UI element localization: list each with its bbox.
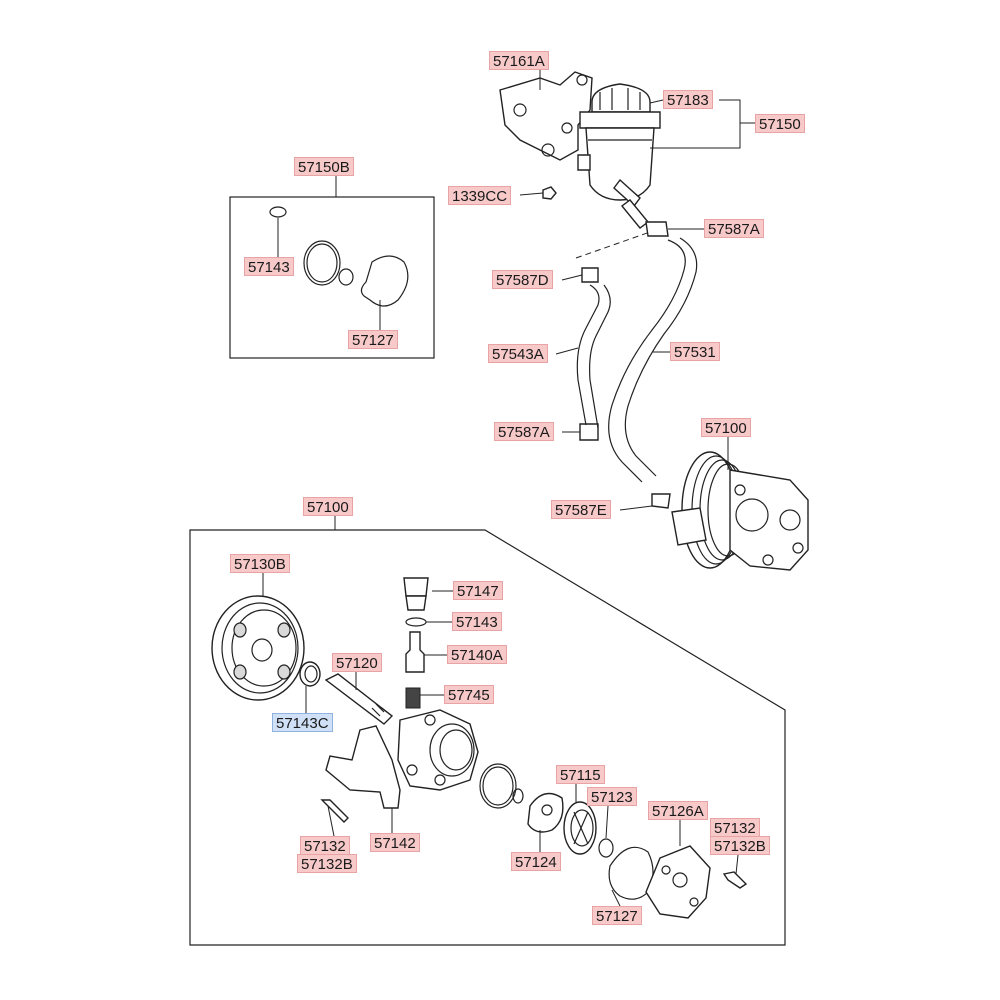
label-57120[interactable]: 57120 xyxy=(332,653,382,672)
label-57132-left[interactable]: 57132 xyxy=(300,836,350,855)
label-57143c[interactable]: 57143C xyxy=(272,713,333,732)
nut-1339cc xyxy=(542,186,557,200)
label-57132b-right[interactable]: 57132B xyxy=(710,836,770,855)
clamp-57587e xyxy=(651,493,671,509)
reservoir-tank xyxy=(577,83,661,229)
label-57124[interactable]: 57124 xyxy=(511,852,561,871)
rotor-57115 xyxy=(563,801,597,855)
label-57183[interactable]: 57183 xyxy=(663,90,713,109)
label-57543a[interactable]: 57543A xyxy=(488,344,548,363)
label-57531[interactable]: 57531 xyxy=(670,342,720,361)
valve-57140a xyxy=(405,631,425,673)
pulley-57130b xyxy=(211,595,305,701)
label-57161a[interactable]: 57161A xyxy=(489,51,549,70)
label-57126a[interactable]: 57126A xyxy=(648,801,708,820)
hose-57543a xyxy=(576,284,611,429)
label-57587e[interactable]: 57587E xyxy=(551,500,611,519)
label-57100-pump[interactable]: 57100 xyxy=(701,418,751,437)
label-57587d[interactable]: 57587D xyxy=(492,270,553,289)
shaft-57120 xyxy=(324,673,394,725)
label-57123[interactable]: 57123 xyxy=(587,787,637,806)
label-57127-kit[interactable]: 57127 xyxy=(348,330,398,349)
label-57100-box[interactable]: 57100 xyxy=(303,497,353,516)
label-57142[interactable]: 57142 xyxy=(370,833,420,852)
exploded-view-box xyxy=(189,529,786,946)
label-57587a-low[interactable]: 57587A xyxy=(494,422,554,441)
label-57140a[interactable]: 57140A xyxy=(447,645,507,664)
plug-57147 xyxy=(403,577,429,597)
gasket-57127-kit xyxy=(360,255,409,307)
bolt-57132-right xyxy=(722,871,748,889)
pump-assembly-57100 xyxy=(671,451,809,571)
seal-kit-box xyxy=(229,196,435,359)
label-57132b-left[interactable]: 57132B xyxy=(297,854,357,873)
label-57150[interactable]: 57150 xyxy=(755,114,805,133)
label-57587a-top[interactable]: 57587A xyxy=(704,219,764,238)
label-57147[interactable]: 57147 xyxy=(453,581,503,600)
cover-57126a xyxy=(645,845,711,919)
label-57143-valve[interactable]: 57143 xyxy=(452,612,502,631)
plate-57124 xyxy=(527,792,564,833)
clamp-57587a-top xyxy=(645,221,669,237)
o-ring-small xyxy=(269,206,287,218)
leader-lines xyxy=(262,69,755,907)
clamp-57587a-low xyxy=(579,423,599,441)
label-1339cc[interactable]: 1339CC xyxy=(448,186,512,205)
o-ring-mini xyxy=(338,268,354,286)
label-57745[interactable]: 57745 xyxy=(444,685,494,704)
bracket-57142 xyxy=(325,725,401,809)
label-57115[interactable]: 57115 xyxy=(556,765,605,784)
label-57150b[interactable]: 57150B xyxy=(294,157,354,176)
bolt-57132-left xyxy=(320,799,349,823)
label-57127-bottom[interactable]: 57127 xyxy=(592,906,642,925)
pump-housing xyxy=(397,709,479,791)
o-ring-small-housing xyxy=(512,788,524,804)
reservoir-bracket xyxy=(499,71,593,161)
label-57132-right[interactable]: 57132 xyxy=(710,818,760,837)
spring-57745 xyxy=(405,687,421,709)
o-ring-57123 xyxy=(598,838,614,858)
label-57130b[interactable]: 57130B xyxy=(230,554,290,573)
clamp-57587d xyxy=(581,267,599,283)
o-ring-large xyxy=(303,240,341,286)
o-ring-housing xyxy=(479,763,517,809)
label-57143-kit[interactable]: 57143 xyxy=(244,257,294,276)
hose-57531 xyxy=(608,237,698,483)
o-ring-57143-valve xyxy=(405,617,427,627)
